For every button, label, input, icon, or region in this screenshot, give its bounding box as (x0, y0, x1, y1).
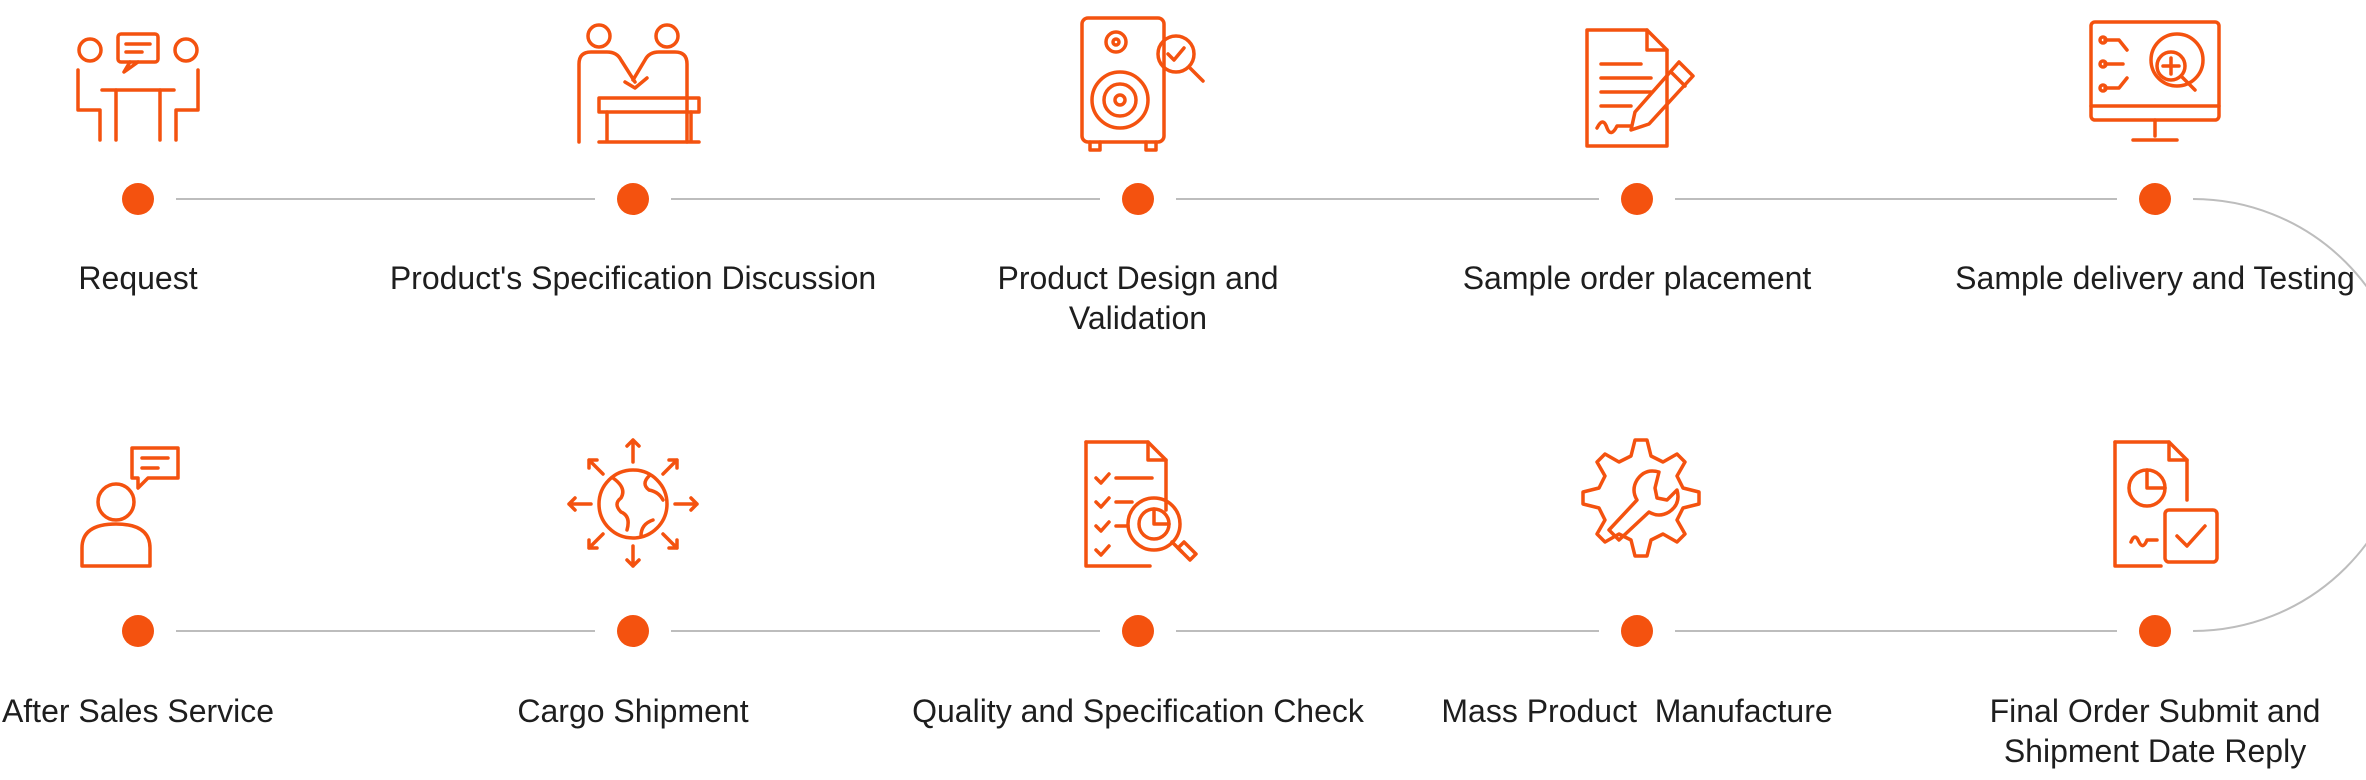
connector-lines (176, 198, 2117, 632)
step-marker-dot (2139, 615, 2171, 647)
step-label: Cargo Shipment (517, 693, 749, 729)
step-marker-dot (1621, 615, 1653, 647)
gear-wrench-icon (1567, 432, 1707, 572)
step-marker-dot (1122, 615, 1154, 647)
step-label: Sample order placement (1462, 260, 1812, 296)
step-marker-dot (1621, 183, 1653, 215)
monitor-gear-search-icon (2085, 12, 2225, 152)
step-label: Mass Product Manufacture (1441, 693, 1833, 729)
speaker-inspection-icon (1068, 12, 1208, 152)
step-marker-dot (1122, 183, 1154, 215)
step-marker-dot (617, 183, 649, 215)
step-marker-dot (122, 615, 154, 647)
step-marker-dot (617, 615, 649, 647)
step-marker-dot (122, 183, 154, 215)
checklist-magnifier-icon (1068, 432, 1208, 572)
person-chat-icon (68, 432, 208, 572)
step-label: After Sales Service (1, 693, 275, 729)
document-signing-icon (1567, 12, 1707, 152)
report-check-icon (2085, 432, 2225, 572)
step-label: Product's Specification Discussion (389, 260, 877, 296)
connector-curve (2192, 198, 2366, 632)
step-label: Sample delivery and Testing (1955, 260, 2355, 296)
step-label: Quality and Specification Check (912, 693, 1364, 729)
globe-arrows-icon (563, 432, 703, 572)
step-marker-dot (2139, 183, 2171, 215)
meeting-icon (68, 12, 208, 152)
handshake-desk-icon (563, 12, 703, 152)
step-label: Request (78, 260, 198, 296)
